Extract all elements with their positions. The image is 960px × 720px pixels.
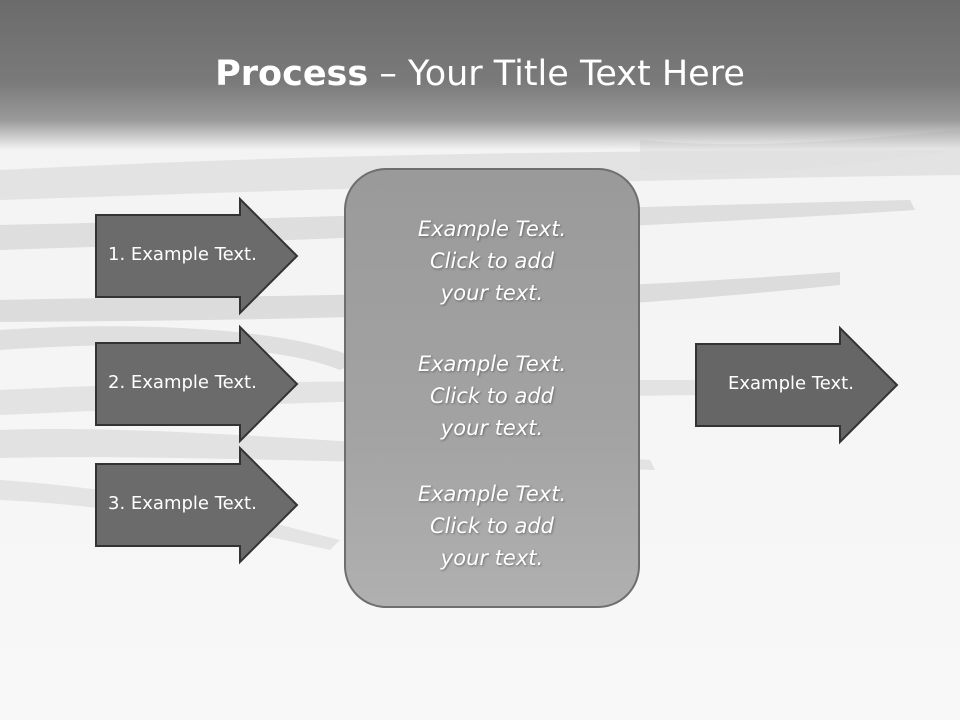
center-line: Example Text. [417, 482, 567, 506]
input-arrow-2-label: 2. Example Text. [108, 372, 257, 393]
input-arrow-1-label: 1. Example Text. [108, 244, 257, 265]
output-arrow-label: Example Text. [728, 373, 854, 394]
input-arrow-3-label: 3. Example Text. [108, 493, 257, 514]
input-arrow-1 [95, 196, 299, 316]
center-text-block-3: Example Text. Click to add your text. [344, 478, 640, 574]
slide-title: Process – Your Title Text Here [0, 50, 960, 98]
center-line: Example Text. [417, 217, 567, 241]
center-line: Example Text. [417, 352, 567, 376]
center-line: your text. [440, 281, 544, 305]
input-arrow-2 [95, 324, 299, 444]
output-arrow [695, 325, 899, 445]
center-line: Click to add [429, 384, 554, 408]
center-text-block-2: Example Text. Click to add your text. [344, 348, 640, 444]
input-arrow-3 [95, 445, 299, 565]
center-text-block-1: Example Text. Click to add your text. [344, 213, 640, 309]
center-line: your text. [440, 546, 544, 570]
center-line: Click to add [429, 249, 554, 273]
center-line: Click to add [429, 514, 554, 538]
center-line: your text. [440, 416, 544, 440]
title-bold: Process [215, 54, 369, 94]
center-process-box [344, 168, 640, 608]
title-rest: – Your Title Text Here [368, 54, 745, 94]
header-band [0, 0, 960, 150]
